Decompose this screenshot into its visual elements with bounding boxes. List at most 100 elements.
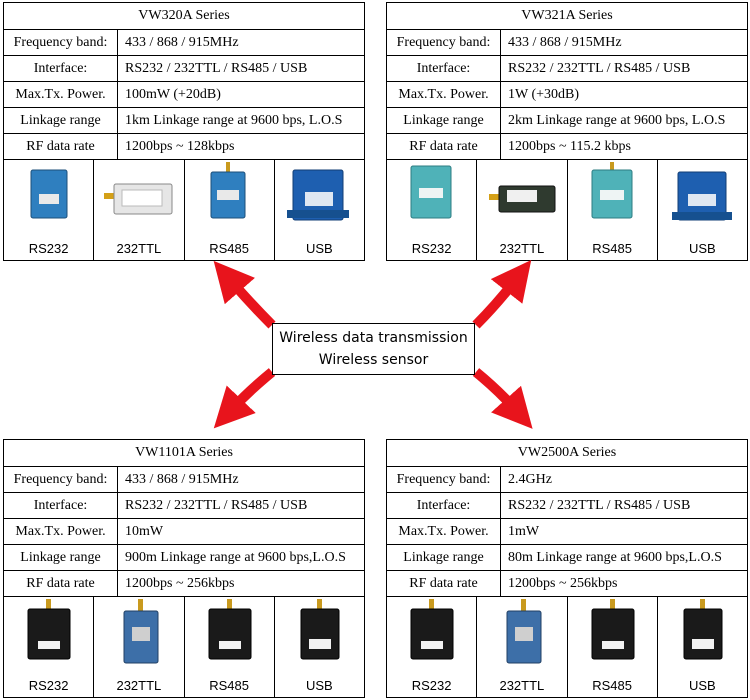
product-caption: USB [689, 241, 716, 256]
product-rs232: RS232 [387, 597, 478, 697]
interface-row: Interface: RS232 / 232TTL / RS485 / USB [387, 56, 747, 82]
product-caption: USB [306, 241, 333, 256]
product-rs232: RS232 [4, 597, 95, 697]
series-table-vw320a: VW320A Series Frequency band: 433 / 868 /… [3, 2, 365, 261]
rate-value: 1200bps ~ 115.2 kbps [508, 139, 631, 154]
center-line-1: Wireless data transmission [279, 330, 468, 346]
product-caption: RS232 [28, 241, 69, 256]
power-label: Max.Tx. Power. [4, 82, 118, 107]
product-caption: RS485 [209, 678, 249, 693]
frequency-row: Frequency band: 2.4GHz [387, 467, 747, 493]
product-232ttl: 232TTL [94, 597, 185, 697]
ttl-module-image [104, 183, 173, 215]
power-row: Max.Tx. Power.100mW (+20dB) [4, 82, 364, 108]
product-caption: 232TTL [499, 678, 545, 693]
product-rs485: RS485 [185, 597, 275, 697]
product-rs485: RS485 [568, 160, 658, 260]
rate-value: 1200bps ~ 128kbps [125, 139, 235, 154]
center-application-box: Wireless data transmission Wireless sens… [272, 323, 475, 375]
usb-module-image [671, 171, 732, 221]
power-row: Max.Tx. Power. 10mW [4, 519, 364, 545]
product-caption: 232TTL [499, 241, 545, 256]
rate-label: RF data rate [4, 134, 118, 159]
frequency-label: Frequency band: [4, 30, 118, 55]
frequency-value: 433 / 868 / 915MHz [125, 35, 239, 50]
rate-label: RF data rate [387, 571, 501, 596]
usb-module-image [683, 599, 723, 660]
product-rs232: RS232 [387, 160, 478, 260]
range-row: Linkage range 2km Linkage range at 9600 b… [387, 108, 747, 134]
product-caption: 232TTL [116, 241, 162, 256]
series-title: VW321A Series [387, 3, 747, 30]
product-rs232: RS232 [4, 160, 95, 260]
frequency-label: Frequency band: [4, 467, 118, 492]
power-label: Max.Tx. Power. [387, 519, 501, 544]
range-label: Linkage range [387, 108, 501, 133]
rs485-module-image [591, 162, 632, 219]
series-title: VW2500A Series [387, 440, 747, 467]
power-value: 1W (+30dB) [508, 87, 580, 102]
rate-row: RF data rate 1200bps ~ 256kbps [387, 571, 747, 597]
arrow-to-top-right [472, 259, 532, 329]
product-caption: RS232 [28, 678, 69, 693]
series-title: VW1101A Series [4, 440, 364, 467]
product-caption: RS232 [411, 241, 452, 256]
ttl-module-image [506, 599, 542, 664]
interface-label: Interface: [387, 56, 501, 81]
range-label: Linkage range [387, 545, 501, 570]
interface-label: Interface: [4, 56, 118, 81]
frequency-value: 2.4GHz [508, 472, 552, 487]
product-rs485: RS485 [568, 597, 658, 697]
product-photos: RS232 232TTL RS485 USB [4, 160, 364, 260]
product-usb: USB [658, 160, 747, 260]
range-value: 900m Linkage range at 9600 bps,L.O.S [125, 550, 346, 565]
rate-label: RF data rate [4, 571, 118, 596]
frequency-label: Frequency band: [387, 30, 501, 55]
rs232-module-image [27, 599, 71, 660]
range-row: Linkage range 80m Linkage range at 9600 b… [387, 545, 747, 571]
rs485-module-image [591, 599, 634, 660]
product-caption: 232TTL [116, 678, 162, 693]
series-title: VW320A Series [4, 3, 364, 30]
frequency-row: Frequency band: 433 / 868 / 915MHz [4, 467, 364, 493]
interface-value: RS232 / 232TTL / RS485 / USB [508, 498, 691, 513]
interface-value: RS232 / 232TTL / RS485 / USB [125, 498, 308, 513]
product-caption: USB [306, 678, 333, 693]
frequency-label: Frequency band: [387, 467, 501, 492]
rate-row: RF data rate 1200bps ~ 115.2 kbps [387, 134, 747, 160]
usb-module-image [300, 599, 340, 660]
power-row: Max.Tx. Power. 1mW [387, 519, 747, 545]
frequency-row: Frequency band: 433 / 868 / 915MHz [4, 30, 364, 56]
rate-value: 1200bps ~ 256kbps [508, 576, 618, 591]
interface-row: Interface:RS232 / 232TTL / RS485 / USB [387, 493, 747, 519]
power-value: 1mW [508, 524, 540, 539]
product-caption: RS232 [411, 678, 452, 693]
rate-label: RF data rate [387, 134, 501, 159]
usb-module-image [286, 169, 349, 221]
product-usb: USB [275, 160, 364, 260]
rs485-module-image [210, 162, 245, 219]
power-row: Max.Tx. Power.1W (+30dB) [387, 82, 747, 108]
range-value: 1km Linkage range at 9600 bps, L.O.S [125, 113, 343, 128]
frequency-value: 433 / 868 / 915MHz [125, 472, 239, 487]
interface-label: Interface: [4, 493, 118, 518]
range-value: 80m Linkage range at 9600 bps,L.O.S [508, 550, 722, 565]
rate-row: RF data rate 1200bps ~ 128kbps [4, 134, 364, 160]
product-usb: USB [658, 597, 747, 697]
rs232-module-image [410, 165, 452, 219]
rs485-module-image [208, 599, 251, 660]
interface-value: RS232 / 232TTL / RS485 / USB [508, 61, 691, 76]
arrow-to-bottom-right [472, 368, 533, 429]
product-caption: RS485 [592, 241, 632, 256]
product-rs485: RS485 [185, 160, 275, 260]
power-value: 10mW [125, 524, 164, 539]
interface-row: Interface: RS232 / 232TTL / RS485 / USB [4, 493, 364, 519]
interface-value: RS232 / 232TTL / RS485 / USB [125, 61, 308, 76]
series-table-vw321a: VW321A Series Frequency band:433 / 868 /… [386, 2, 748, 261]
range-value: 2km Linkage range at 9600 bps, L.O.S [508, 113, 726, 128]
power-label: Max.Tx. Power. [4, 519, 118, 544]
